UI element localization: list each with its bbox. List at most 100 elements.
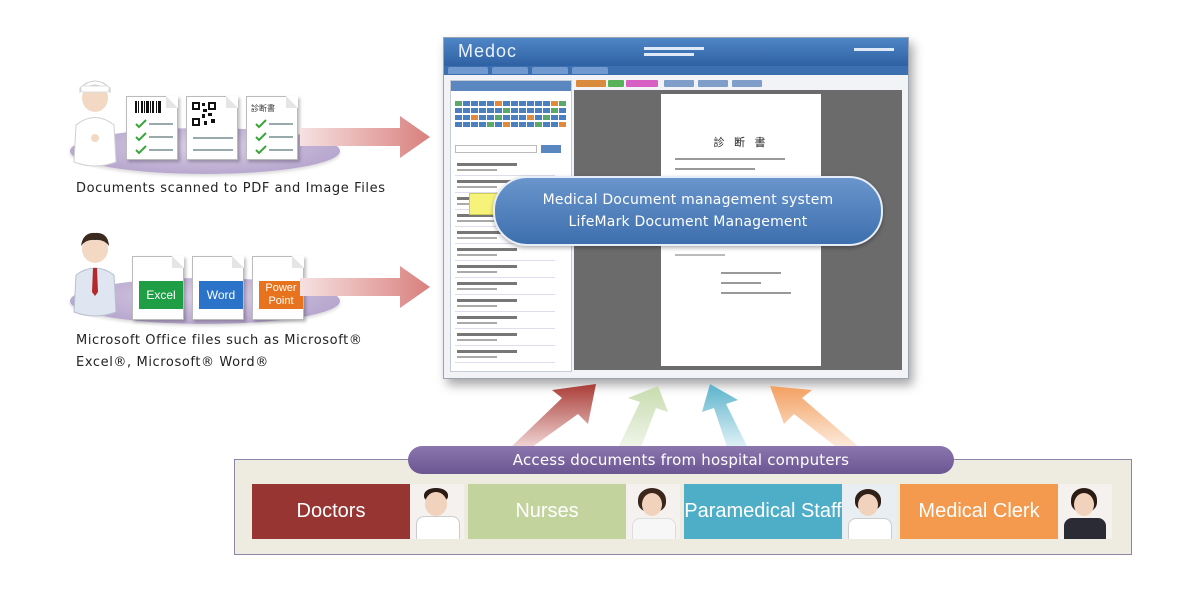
- calendar-cell: [551, 108, 558, 113]
- calendar-cell: [543, 101, 550, 106]
- calendar-cell: [455, 122, 462, 127]
- calendar-cell: [535, 122, 542, 127]
- calendar-cell: [519, 122, 526, 127]
- arrow-up-icon: [702, 384, 748, 450]
- list-item: [455, 280, 555, 295]
- viewer-toolbar: [574, 80, 902, 88]
- nurse-photo: [626, 484, 680, 539]
- calendar-cell: [495, 122, 502, 127]
- calendar-cell: [487, 101, 494, 106]
- calendar-cell: [487, 122, 494, 127]
- calendar-cell: [479, 122, 486, 127]
- calendar-cell: [527, 115, 534, 120]
- list-item: [455, 297, 555, 312]
- calendar-cell: [471, 108, 478, 113]
- list-item: [455, 161, 555, 176]
- calendar-cell: [551, 122, 558, 127]
- calendar-cell: [535, 101, 542, 106]
- calendar-cell: [559, 108, 566, 113]
- calendar-cell: [511, 115, 518, 120]
- document-heading: 診 断 書: [713, 136, 769, 149]
- calendar-cell: [527, 108, 534, 113]
- calendar-cell: [495, 101, 502, 106]
- calendar-cell: [463, 115, 470, 120]
- calendar-cell: [463, 101, 470, 106]
- calendar-cell: [455, 108, 462, 113]
- barcode-icon: [135, 101, 161, 113]
- arrow-up-icon: [618, 386, 668, 450]
- calendar-cell: [559, 115, 566, 120]
- calendar-cell: [495, 108, 502, 113]
- calendar-cell: [463, 108, 470, 113]
- list-item: [455, 229, 555, 244]
- calendar-cell: [559, 101, 566, 106]
- calendar-cell: [527, 122, 534, 127]
- calendar-cell: [455, 101, 462, 106]
- role-label: Nurses: [468, 484, 626, 539]
- qr-code-icon: [191, 101, 217, 127]
- list-item: [455, 246, 555, 261]
- calendar-cell: [455, 115, 462, 120]
- calendar-cell: [479, 101, 486, 106]
- role-label: Doctors: [252, 484, 410, 539]
- calendar-cell: [527, 101, 534, 106]
- scanned-doc-diagnosis: 診断書: [246, 96, 298, 160]
- calendar-cell: [463, 122, 470, 127]
- calendar-cell: [511, 108, 518, 113]
- doc-title-text: 診断書: [251, 104, 275, 113]
- calendar-cell: [543, 108, 550, 113]
- scanned-doc-barcode: [126, 96, 178, 160]
- calendar-cell: [479, 115, 486, 120]
- calendar-cell: [551, 101, 558, 106]
- role-label: Medical Clerk: [900, 484, 1058, 539]
- access-label: Access documents from hospital computers: [408, 446, 954, 474]
- role-paramedical-staff: Paramedical Staff: [684, 484, 896, 539]
- arrow-up-icon: [770, 386, 860, 450]
- app-logo: Medoc: [458, 41, 518, 61]
- calendar-cell: [543, 122, 550, 127]
- calendar-cell: [479, 108, 486, 113]
- calendar-cell: [543, 115, 550, 120]
- system-name-callout: Medical Document management system LifeM…: [493, 176, 883, 246]
- list-item: [455, 263, 555, 278]
- app-titlebar: Medoc: [444, 38, 908, 66]
- paramedical-photo: [842, 484, 896, 539]
- role-label: Paramedical Staff: [684, 484, 842, 539]
- role-nurses: Nurses: [468, 484, 680, 539]
- doctor-photo: [410, 484, 464, 539]
- calendar-cell: [471, 101, 478, 106]
- calendar-cell: [503, 122, 510, 127]
- scanned-caption: Documents scanned to PDF and Image Files: [76, 181, 386, 196]
- arrow-right-icon: [300, 266, 430, 308]
- calendar-cell: [471, 115, 478, 120]
- calendar-cell: [487, 115, 494, 120]
- excel-badge: Excel: [139, 281, 183, 309]
- office-file-powerpoint: Power Point: [252, 256, 304, 320]
- office-file-excel: Excel: [132, 256, 184, 320]
- calendar-cell: [511, 101, 518, 106]
- office-file-word: Word: [192, 256, 244, 320]
- calendar-cell: [495, 115, 502, 120]
- calendar-cell: [519, 115, 526, 120]
- calendar-cell: [519, 101, 526, 106]
- list-item: [455, 331, 555, 346]
- office-caption: Microsoft Office files such as Microsoft…: [76, 330, 362, 374]
- nurse-figure: [73, 80, 117, 167]
- access-arrows: [510, 384, 860, 450]
- clerk-photo: [1058, 484, 1112, 539]
- powerpoint-badge: Power Point: [259, 281, 303, 309]
- office-worker-figure: [73, 232, 117, 317]
- callout-line2: LifeMark Document Management: [568, 214, 808, 230]
- calendar-cell: [551, 115, 558, 120]
- calendar-cell: [535, 108, 542, 113]
- calendar-cell: [471, 122, 478, 127]
- office-caption-line2: Excel®, Microsoft® Word®: [76, 355, 269, 370]
- calendar-grid: [455, 95, 566, 139]
- calendar-cell: [503, 115, 510, 120]
- calendar-cell: [487, 108, 494, 113]
- calendar-cell: [503, 101, 510, 106]
- role-doctors: Doctors: [252, 484, 464, 539]
- callout-line1: Medical Document management system: [542, 192, 834, 208]
- office-caption-line1: Microsoft Office files such as Microsoft…: [76, 333, 363, 348]
- calendar-cell: [503, 108, 510, 113]
